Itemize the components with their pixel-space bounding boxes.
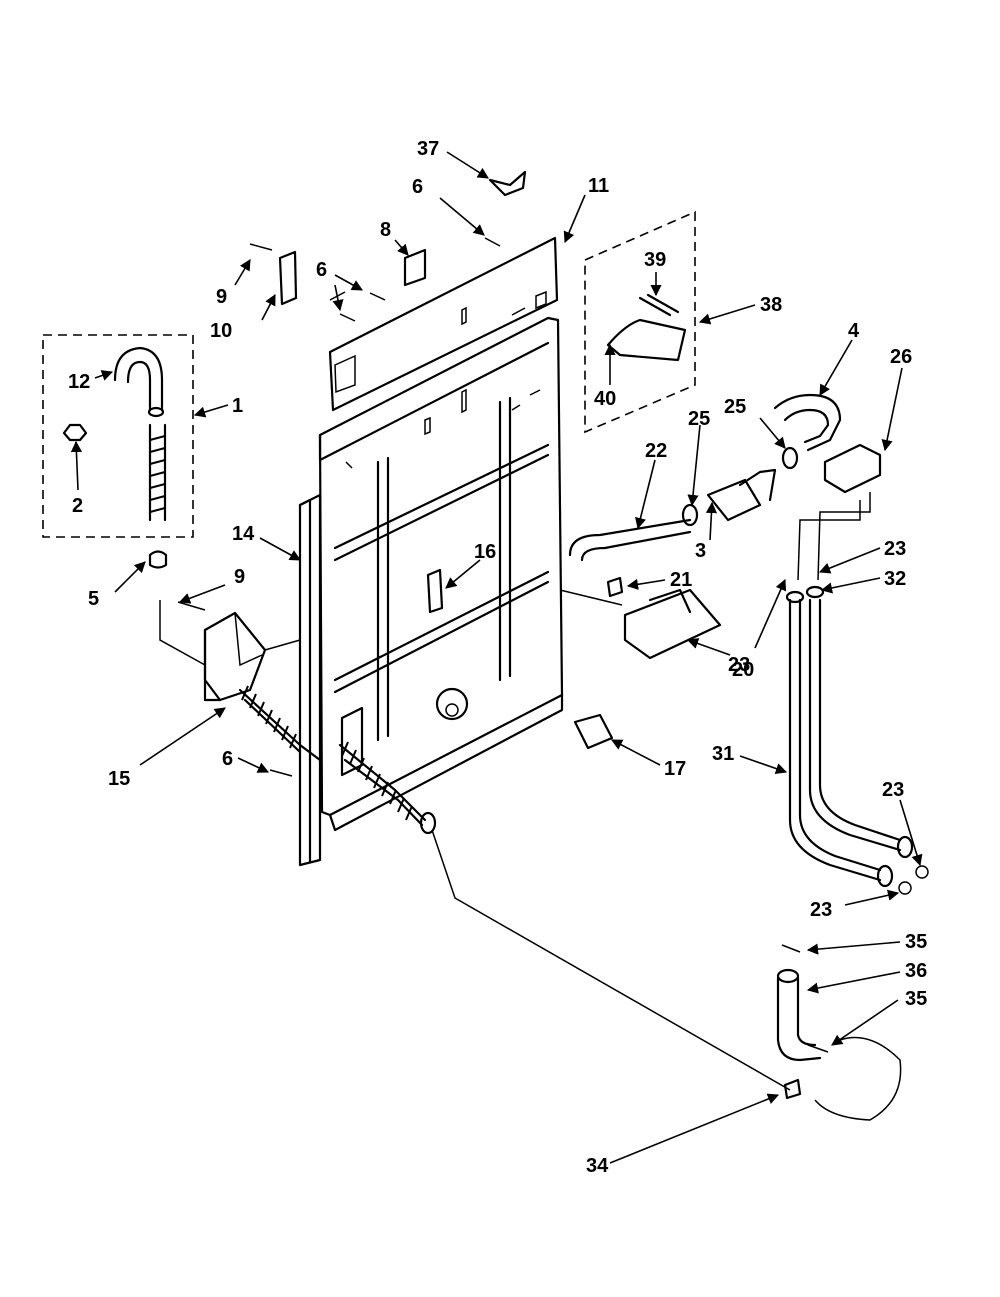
callout-14: 14: [232, 523, 255, 545]
callout-23: 23: [810, 899, 832, 921]
bracket-kit-box: [584, 210, 696, 434]
callout-8: 8: [380, 219, 391, 241]
callout-6: 6: [412, 176, 423, 198]
callout-5: 5: [88, 588, 99, 610]
callout-9: 9: [234, 566, 245, 588]
screw-6c: [339, 313, 356, 322]
fill-hoses: [785, 585, 929, 895]
callout-1: 1: [232, 395, 243, 417]
part-37: [488, 170, 527, 197]
rear-panel: [318, 236, 564, 832]
part-8: [403, 248, 427, 287]
callout-23: 23: [882, 779, 904, 801]
drain-hose: [238, 685, 791, 1091]
screw-6b: [369, 292, 386, 301]
callout-35: 35: [905, 931, 927, 953]
part-16: [426, 568, 444, 614]
callout-22: 22: [645, 440, 667, 462]
screw-6a: [484, 237, 501, 247]
callout-36: 36: [905, 960, 927, 982]
callout-16: 16: [474, 541, 496, 563]
callout-17: 17: [664, 758, 686, 780]
callout-6: 6: [222, 748, 233, 770]
callout-2: 2: [72, 495, 83, 517]
callout-9: 9: [216, 286, 227, 308]
water-valve-assembly: [559, 393, 882, 660]
callout-25: 25: [688, 408, 710, 430]
callout-40: 40: [594, 388, 616, 410]
callout-38: 38: [760, 294, 782, 316]
screw-9b: [177, 601, 206, 611]
callout-10: 10: [210, 320, 232, 342]
callout-3: 3: [695, 540, 706, 562]
callout-23: 23: [884, 538, 906, 560]
callout-labels: 37 6 11 8 9 6 10 39 38 40 4 26 12 1 2 25…: [68, 138, 927, 1177]
clamp-5: [148, 550, 168, 569]
callout-39: 39: [644, 249, 666, 271]
callout-15: 15: [108, 768, 130, 790]
part-10: [278, 250, 298, 306]
hose-kit-box: [42, 334, 194, 538]
screw-9a: [249, 243, 273, 251]
callout-20: 20: [732, 659, 754, 681]
callout-4: 4: [848, 320, 860, 342]
callout-31: 31: [712, 743, 734, 765]
screw-6d: [269, 769, 293, 777]
side-rail: [298, 493, 322, 867]
callout-25: 25: [724, 396, 746, 418]
callout-26: 26: [890, 346, 912, 368]
callout-23: 23: [728, 654, 750, 676]
part-17: [573, 713, 614, 750]
callout-37: 37: [417, 138, 439, 160]
callout-32: 32: [884, 568, 906, 590]
drain-fitting: [776, 944, 902, 1121]
callout-21: 21: [670, 569, 692, 591]
callout-6: 6: [316, 259, 327, 281]
callout-34: 34: [586, 1155, 609, 1177]
leader-lines: [70, 151, 923, 1164]
callout-11: 11: [588, 175, 609, 197]
hose-bracket: [159, 600, 301, 702]
callout-12: 12: [68, 371, 90, 393]
callout-35: 35: [905, 988, 927, 1010]
